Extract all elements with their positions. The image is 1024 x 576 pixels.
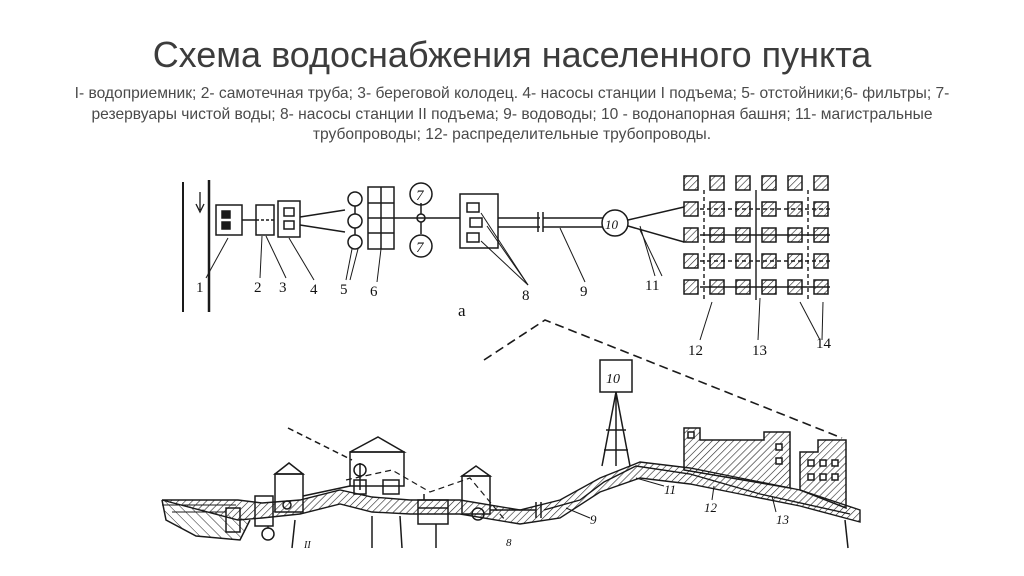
- city-buildings: [683, 427, 847, 510]
- filters: [367, 186, 395, 250]
- profile-small-label-8: 8: [506, 537, 512, 549]
- ground-profile: [161, 461, 861, 525]
- profile-label-13: 13: [776, 512, 790, 527]
- plan-label-13: 13: [752, 343, 767, 359]
- city-block: [683, 175, 699, 191]
- city-block: [787, 175, 803, 191]
- city-block-grid: [683, 175, 830, 300]
- water-conduits: [498, 212, 603, 232]
- profile-label-12: 12: [704, 500, 718, 515]
- tower-label-plan: 10: [605, 217, 619, 232]
- city-block: [761, 175, 777, 191]
- pump-station-1: [277, 200, 301, 238]
- profile-label-9: 9: [590, 512, 597, 527]
- plan-view: 7 7 10: [182, 180, 685, 312]
- pump-house-2: [459, 465, 493, 521]
- treatment-building: [349, 436, 407, 495]
- clean-water-reservoir-top: [409, 182, 433, 206]
- plan-label-14: 14: [816, 336, 832, 352]
- plan-sublabel: а: [458, 301, 466, 320]
- plan-label-8: 8: [522, 288, 530, 304]
- water-intake: [215, 204, 243, 236]
- water-tower-profile: [599, 359, 633, 467]
- plan-label-9: 9: [580, 284, 588, 300]
- city-block: [761, 201, 777, 217]
- tower-label-profile: 10: [606, 372, 620, 387]
- city-block: [683, 279, 699, 295]
- water-source: [161, 499, 251, 541]
- profile-label-11: 11: [664, 482, 676, 497]
- hydraulic-grade-line: [483, 319, 843, 439]
- settling-tanks: [347, 191, 363, 250]
- water-tower-plan: [601, 209, 629, 237]
- river-bank: [182, 180, 211, 312]
- plan-label-2: 2: [254, 280, 262, 296]
- city-block: [683, 227, 699, 243]
- plan-labels: [205, 212, 824, 341]
- pump-station-2: [459, 193, 499, 249]
- profile-small-label-II: II: [303, 540, 311, 551]
- city-block: [735, 175, 751, 191]
- plan-label-3: 3: [279, 280, 287, 296]
- profile-number-labels: 11 12 13 9 8 II: [303, 482, 790, 551]
- clean-water-reservoir-bottom: [409, 234, 433, 258]
- city-block: [683, 201, 699, 217]
- profile-reservoir: [417, 499, 449, 525]
- city-block: [709, 175, 725, 191]
- plan-label-12: 12: [688, 343, 703, 359]
- plan-label-11: 11: [645, 278, 659, 294]
- slide-title: Схема водоснабжения населенного пункта: [152, 34, 872, 75]
- slide-caption: I- водоприемник; 2- самотечная труба; 3-…: [74, 85, 950, 143]
- city-block: [683, 253, 699, 269]
- reservoir-label-bottom: 7: [416, 240, 425, 256]
- city-block: [813, 175, 829, 191]
- city-block: [761, 253, 777, 269]
- plan-label-1: 1: [196, 280, 204, 296]
- plan-label-6: 6: [370, 284, 378, 300]
- plan-number-labels: 1 2 3 4 5 6 8 9 11 12 13 14 а: [196, 278, 832, 359]
- plan-label-5: 5: [340, 282, 348, 298]
- plan-label-4: 4: [310, 282, 318, 298]
- pump-house-1: [272, 462, 306, 513]
- reservoir-label-top: 7: [416, 188, 425, 204]
- profile-view: 10: [161, 319, 861, 549]
